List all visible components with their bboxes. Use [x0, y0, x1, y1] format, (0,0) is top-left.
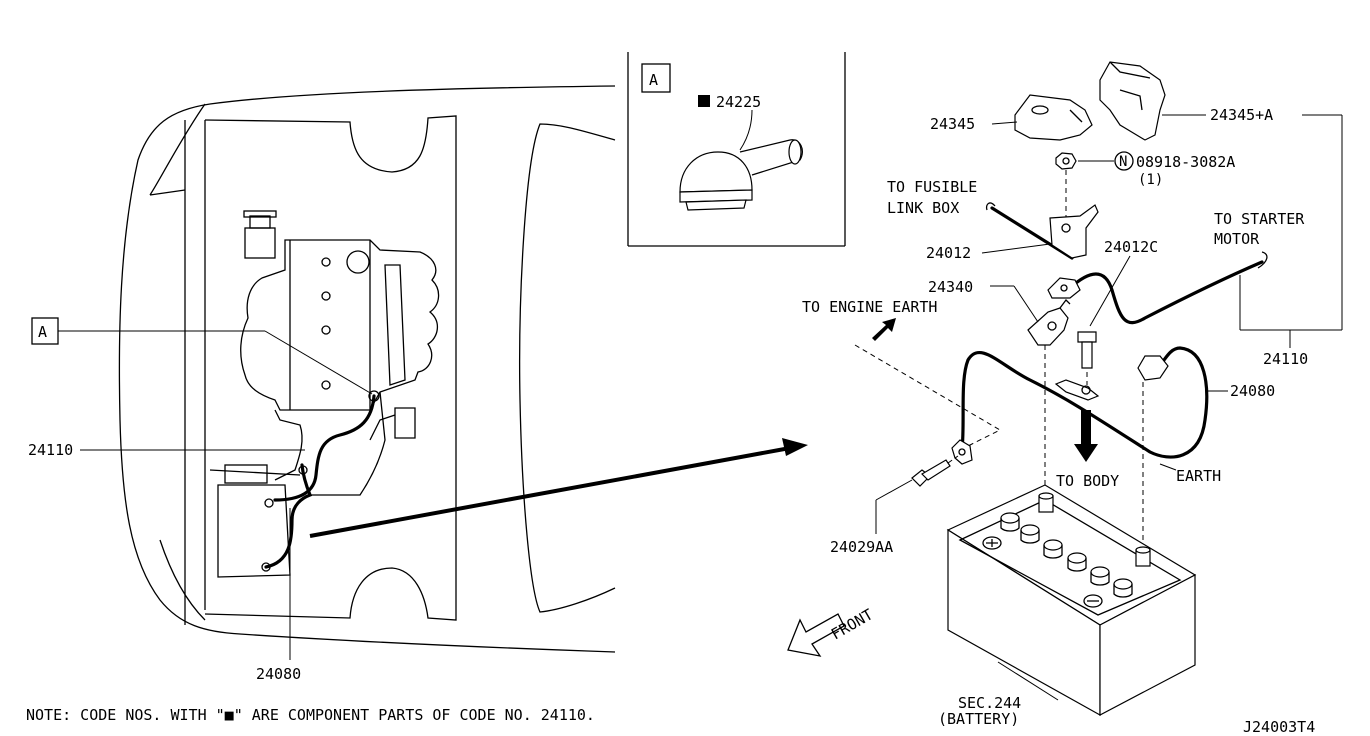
- label-nut-code: 08918-3082A: [1136, 153, 1235, 171]
- engine-bay: [204, 115, 616, 621]
- part-24340-clamp: [1027, 299, 1071, 346]
- label-24110-left: 24110: [28, 441, 73, 459]
- diagram-code: J24003T4: [1243, 718, 1315, 736]
- label-24029AA: 24029AA: [830, 538, 893, 556]
- part-24345-cover: [1014, 94, 1093, 141]
- label-24012C: 24012C: [1104, 238, 1158, 256]
- label-24345: 24345: [930, 115, 975, 133]
- component-marker-icon: [698, 95, 710, 107]
- label-front: FRONT: [828, 605, 876, 643]
- label-nut-qty: (1): [1138, 172, 1163, 188]
- engine-block: [240, 210, 440, 496]
- engine-earth-arrow-icon: [872, 318, 896, 341]
- label-to-engine-earth: TO ENGINE EARTH: [802, 298, 937, 316]
- label-to-fusible-1: TO FUSIBLE: [887, 178, 977, 196]
- bolt: [1077, 331, 1097, 369]
- callout-a-label: A: [38, 323, 47, 341]
- part-24029AA-bolt: [911, 459, 951, 487]
- label-24225: 24225: [716, 93, 761, 111]
- car-cable-24110: [273, 394, 376, 502]
- front-arrow-icon: [787, 613, 845, 657]
- label-to-body: TO BODY: [1056, 472, 1119, 490]
- label-earth: EARTH: [1176, 467, 1221, 485]
- label-24080-left: 24080: [256, 665, 301, 683]
- pointer-arrow: [309, 438, 808, 538]
- label-24345A: 24345+A: [1210, 106, 1273, 124]
- part-24080-terminal: [951, 355, 1169, 465]
- label-sec-244: SEC.244: [958, 694, 1021, 712]
- label-battery: (BATTERY): [938, 710, 1019, 728]
- label-24340: 24340: [928, 278, 973, 296]
- detail-box-a: A 24225: [627, 52, 846, 247]
- car-outline: [118, 85, 616, 653]
- label-24080-right: 24080: [1230, 382, 1275, 400]
- car-battery: [209, 464, 301, 578]
- to-body-arrow-icon: [1074, 410, 1098, 462]
- label-to-starter-2: MOTOR: [1214, 230, 1260, 248]
- part-24345A-bracket: [1099, 61, 1166, 141]
- part-24012C-terminal: [1047, 277, 1081, 299]
- label-to-starter-1: TO STARTER: [1214, 210, 1305, 228]
- cable-24012C: [1068, 260, 1264, 325]
- nut-08918: [1055, 152, 1077, 170]
- battery: [946, 484, 1197, 717]
- label-24012: 24012: [926, 244, 971, 262]
- label-to-fusible-2: LINK BOX: [887, 199, 959, 217]
- car-cable-24080: [264, 463, 313, 569]
- detail-box-label: A: [649, 71, 658, 89]
- nut-marker: N: [1119, 154, 1127, 170]
- label-24110-right: 24110: [1263, 350, 1308, 368]
- part-24012-terminal: [1049, 204, 1099, 259]
- note-text: NOTE: CODE NOS. WITH "■" ARE COMPONENT P…: [26, 706, 595, 724]
- cable-24080: [960, 346, 1209, 459]
